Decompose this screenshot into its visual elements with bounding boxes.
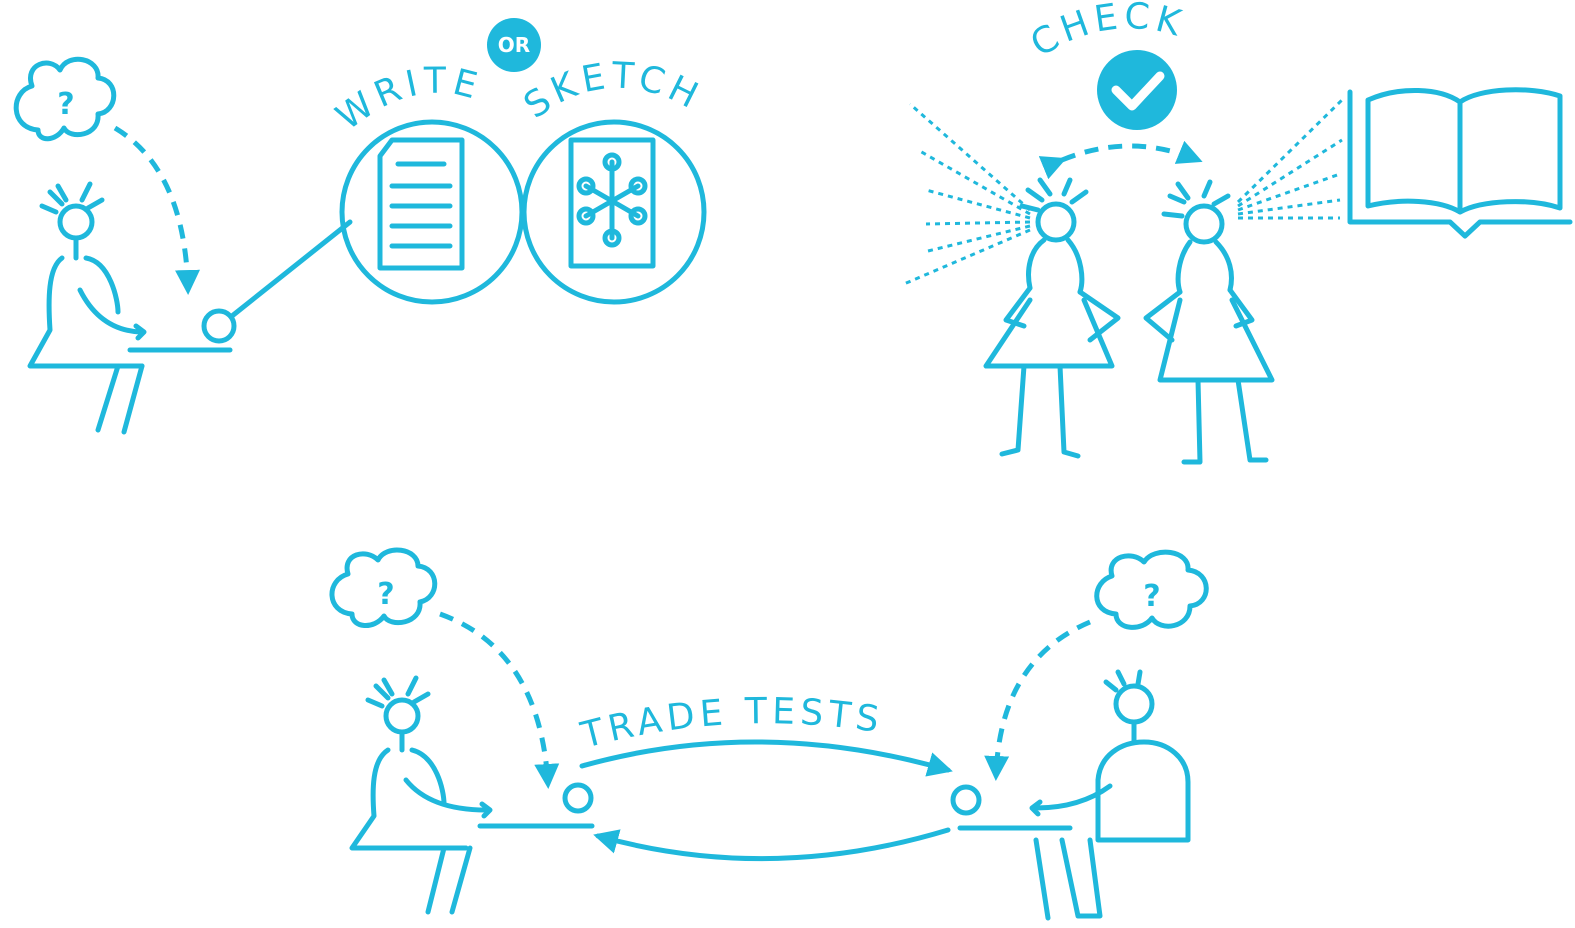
document-icon [377,137,465,271]
open-book-icon [1347,87,1573,239]
vision-rays-right [1236,98,1344,220]
checkmark-icon [1097,50,1177,130]
right-thought-arrow [984,619,1091,781]
check-panel: CHECK [903,0,1573,465]
trade-arrow-right [579,739,953,777]
compare-arrow [1038,140,1203,180]
seated-person-right [950,669,1191,921]
seated-person-left [349,675,595,915]
standing-person-right [1143,179,1275,465]
sketch-option: SKETCH [517,55,709,305]
check-label: CHECK [1024,0,1190,65]
thought-to-paper-arrow [113,125,200,295]
seated-person-writing [27,181,353,435]
sketch-label: SKETCH [517,55,709,126]
trade-arrow-left [593,827,951,862]
thought-bubble-icon: ? [1094,549,1209,630]
or-label: OR [498,33,530,57]
or-badge: OR [487,18,541,72]
write-option: WRITE [329,61,525,305]
write-or-sketch-panel: ? WRITE OR SKETCH [13,18,709,435]
left-thought-arrow [439,611,560,789]
standing-person-left [983,177,1121,459]
question-mark-1: ? [57,87,74,122]
trade-tests-panel: ? ? TRADE TESTS [329,547,1209,921]
thought-bubble-icon: ? [329,547,438,628]
vision-rays-left [903,102,1031,286]
thought-bubble-icon: ? [13,56,117,142]
sketch-diagram-icon [568,137,656,269]
question-mark-2: ? [377,577,394,612]
question-mark-3: ? [1143,579,1160,614]
